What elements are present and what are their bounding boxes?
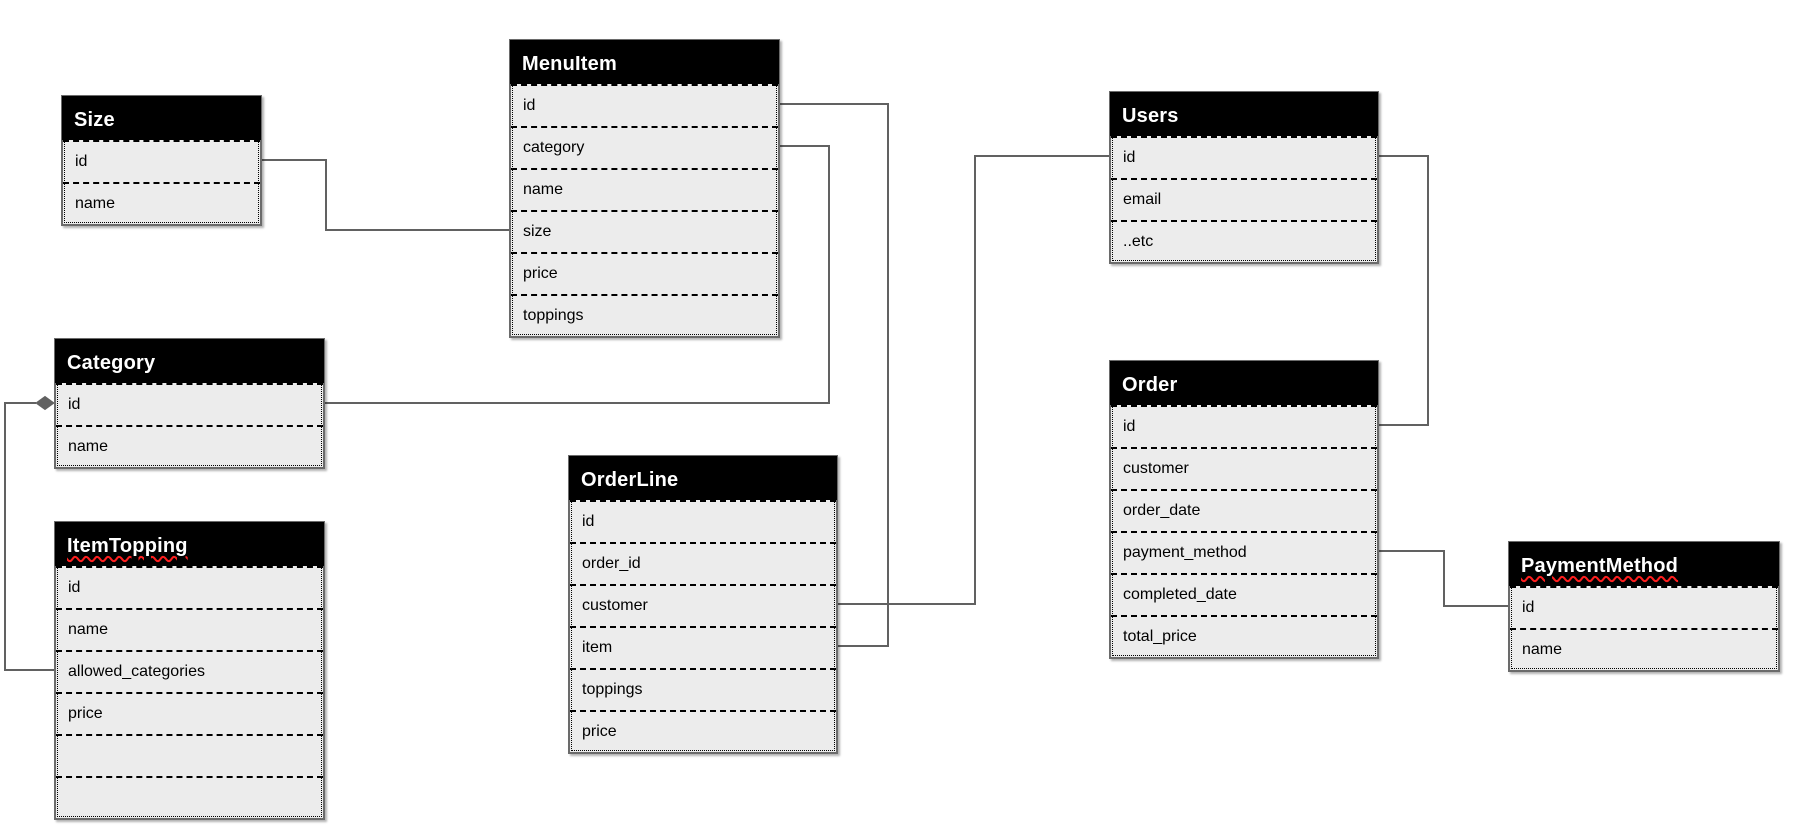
field-row-order-total-price[interactable]: total_price <box>1111 615 1377 657</box>
field-row-orderline-customer[interactable]: customer <box>570 584 836 626</box>
entity-title-menuitem: MenuItem <box>522 52 617 75</box>
field-label: id <box>1123 149 1136 166</box>
field-label: customer <box>1123 460 1189 477</box>
field-label: completed_date <box>1123 586 1237 603</box>
field-row-menuitem-name[interactable]: name <box>511 168 778 210</box>
diamond-marker-category-id <box>35 395 55 411</box>
field-label: id <box>75 153 88 170</box>
entity-header-order[interactable]: Order <box>1110 361 1378 405</box>
field-label: id <box>68 579 81 596</box>
entity-title-paymentmethod: PaymentMethod <box>1521 554 1679 577</box>
connector-menuitem-category-to-category-id[interactable] <box>325 145 830 404</box>
field-row-paymentmethod-id[interactable]: id <box>1510 586 1778 628</box>
field-label: size <box>523 223 552 240</box>
connector-users-id-to-order-id[interactable] <box>1379 155 1429 426</box>
field-row-order-order-date[interactable]: order_date <box>1111 489 1377 531</box>
entity-title-category: Category <box>67 351 156 374</box>
entity-menuitem[interactable]: MenuItem id category name size price toppings <box>509 39 780 338</box>
field-row-menuitem-id[interactable]: id <box>511 84 778 126</box>
field-row-orderline-price[interactable]: price <box>570 710 836 752</box>
field-label: total_price <box>1123 628 1197 645</box>
field-label: id <box>1522 599 1535 616</box>
field-row-itemtopping-price[interactable]: price <box>56 692 323 734</box>
entity-header-orderline[interactable]: OrderLine <box>569 456 837 500</box>
field-row-menuitem-category[interactable]: category <box>511 126 778 168</box>
field-label: email <box>1123 191 1162 208</box>
field-label: id <box>1123 418 1136 435</box>
field-row-users-id[interactable]: id <box>1111 136 1377 178</box>
field-row-orderline-id[interactable]: id <box>570 500 836 542</box>
entity-header-menuitem[interactable]: MenuItem <box>510 40 779 84</box>
field-row-paymentmethod-name[interactable]: name <box>1510 628 1778 670</box>
field-label: id <box>582 513 595 530</box>
entity-header-size[interactable]: Size <box>62 96 261 140</box>
entity-header-paymentmethod[interactable]: PaymentMethod <box>1509 542 1779 586</box>
field-row-size-name[interactable]: name <box>63 182 260 224</box>
field-row-orderline-order-id[interactable]: order_id <box>570 542 836 584</box>
connector-orderline-customer-to-users-id[interactable] <box>838 155 1109 605</box>
connector-menuitem-id-to-orderline-item[interactable] <box>780 103 889 647</box>
field-label: category <box>523 139 585 156</box>
entity-header-users[interactable]: Users <box>1110 92 1378 136</box>
field-row-itemtopping-empty-4[interactable] <box>56 734 323 776</box>
field-label: id <box>68 396 81 413</box>
field-row-menuitem-toppings[interactable]: toppings <box>511 294 778 336</box>
field-label: name <box>1522 641 1563 658</box>
connector-category-id-to-itemtopping-allowed-categories[interactable] <box>4 402 54 671</box>
field-row-users-email[interactable]: email <box>1111 178 1377 220</box>
field-label: toppings <box>523 307 584 324</box>
field-row-order-customer[interactable]: customer <box>1111 447 1377 489</box>
field-label: allowed_categories <box>68 663 205 680</box>
entity-paymentmethod[interactable]: PaymentMethod id name <box>1508 541 1780 672</box>
field-row-order-completed-date[interactable]: completed_date <box>1111 573 1377 615</box>
field-label: price <box>582 723 617 740</box>
field-row-size-id[interactable]: id <box>63 140 260 182</box>
connector-order-payment-method-to-paymentmethod-id[interactable] <box>1379 550 1508 607</box>
field-row-order-payment-method[interactable]: payment_method <box>1111 531 1377 573</box>
connector-size-id-to-menuitem-size[interactable] <box>262 159 509 231</box>
field-label: name <box>75 195 116 212</box>
entity-size[interactable]: Size id name <box>61 95 262 226</box>
field-row-orderline-item[interactable]: item <box>570 626 836 668</box>
field-label: price <box>68 705 103 722</box>
field-row-order-id[interactable]: id <box>1111 405 1377 447</box>
entity-orderline[interactable]: OrderLine id order_id customer item toppings p… <box>568 455 838 754</box>
entity-header-itemtopping[interactable]: ItemTopping <box>55 522 324 566</box>
field-row-category-name[interactable]: name <box>56 425 323 467</box>
entity-title-size: Size <box>74 108 115 131</box>
entity-title-users: Users <box>1122 104 1179 127</box>
field-label: toppings <box>582 681 643 698</box>
entity-title-order: Order <box>1122 373 1178 396</box>
field-row-category-id[interactable]: id <box>56 383 323 425</box>
field-label: order_id <box>582 555 641 572</box>
entity-users[interactable]: Users id email ..etc <box>1109 91 1379 264</box>
entity-header-category[interactable]: Category <box>55 339 324 383</box>
field-label: order_date <box>1123 502 1201 519</box>
field-row-itemtopping-allowed-categories[interactable]: allowed_categories <box>56 650 323 692</box>
field-row-menuitem-price[interactable]: price <box>511 252 778 294</box>
field-label: item <box>582 639 613 656</box>
field-label: name <box>68 438 109 455</box>
field-label: price <box>523 265 558 282</box>
field-row-itemtopping-name[interactable]: name <box>56 608 323 650</box>
entity-category[interactable]: Category id name <box>54 338 325 469</box>
field-label: payment_method <box>1123 544 1247 561</box>
field-label: name <box>68 621 109 638</box>
field-row-users--etc[interactable]: ..etc <box>1111 220 1377 262</box>
field-label: customer <box>582 597 648 614</box>
field-label: ..etc <box>1123 233 1154 250</box>
field-row-orderline-toppings[interactable]: toppings <box>570 668 836 710</box>
field-row-menuitem-size[interactable]: size <box>511 210 778 252</box>
field-label: name <box>523 181 564 198</box>
field-row-itemtopping-empty-5[interactable] <box>56 776 323 818</box>
field-row-itemtopping-id[interactable]: id <box>56 566 323 608</box>
field-label: id <box>523 97 536 114</box>
entity-title-orderline: OrderLine <box>581 468 679 491</box>
entity-title-itemtopping: ItemTopping <box>67 534 188 557</box>
